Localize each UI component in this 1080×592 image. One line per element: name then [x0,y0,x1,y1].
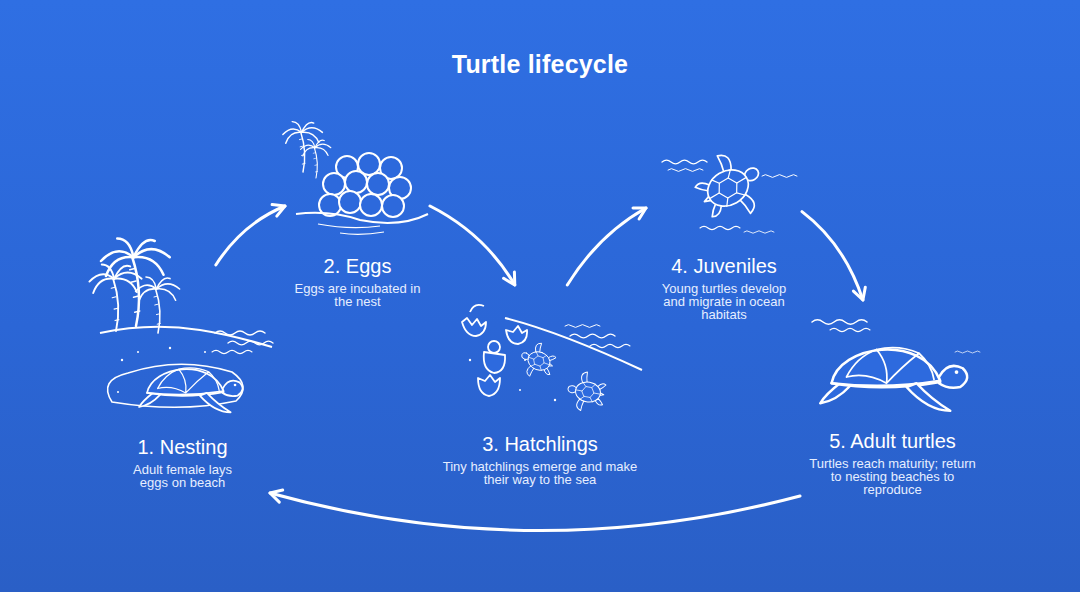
arrow-head [270,490,283,502]
arrow-head [853,287,865,300]
arrow-head [272,205,285,217]
nesting-scene [89,239,273,413]
arrow-head [633,208,646,219]
stage-description: Young turtles develop and migrate in oce… [651,282,797,321]
cycle-arrow [216,205,285,265]
stage-node: 5. Adult turtlesTurtles reach maturity; … [800,300,985,500]
stage-node: 3. HatchlingsTiny hatchlings emerge and … [435,285,645,490]
arrow-line [270,493,800,531]
stage-heading: 4. Juveniles [651,254,797,278]
cycle-arrow [802,212,865,300]
stage-description: Turtles reach maturity; return to nestin… [808,457,978,496]
eggs-scene [283,122,428,235]
cycle-arrow [270,490,800,531]
stage-node: 4. JuvenilesYoung turtles develop and mi… [646,145,802,325]
arrow-line [567,208,646,285]
cycle-arrow [567,208,646,285]
stage-text: 1. NestingAdult female lays eggs on beac… [122,435,244,489]
cycle-arrow [430,206,515,285]
stage-description: Adult female lays eggs on beach [122,463,244,489]
stage-description: Eggs are incubated in the nest [292,282,424,308]
adult-scene [812,320,980,411]
stage-node: 2. EggsEggs are incubated in the nest [285,100,430,312]
stage-description: Tiny hatchlings emerge and make their wa… [440,460,640,486]
stage-text: 5. Adult turtlesTurtles reach maturity; … [808,429,978,496]
juveniles-scene [662,142,797,233]
stage-text: 3. HatchlingsTiny hatchlings emerge and … [440,432,640,486]
stage-heading: 3. Hatchlings [440,432,640,456]
stage-node: 1. NestingAdult female lays eggs on beac… [95,265,270,493]
hatchlings-scene [462,305,642,414]
stage-heading: 2. Eggs [292,254,424,278]
stage-text: 4. JuvenilesYoung turtles develop and mi… [651,254,797,321]
stage-text: 2. EggsEggs are incubated in the nest [292,254,424,308]
arrow-head [504,272,515,285]
stage-heading: 5. Adult turtles [808,429,978,453]
arrow-line [802,212,863,300]
arrow-line [430,206,515,285]
diagram-title: Turtle lifecycle [0,50,1080,79]
stage-heading: 1. Nesting [122,435,244,459]
arrow-line [216,206,285,265]
